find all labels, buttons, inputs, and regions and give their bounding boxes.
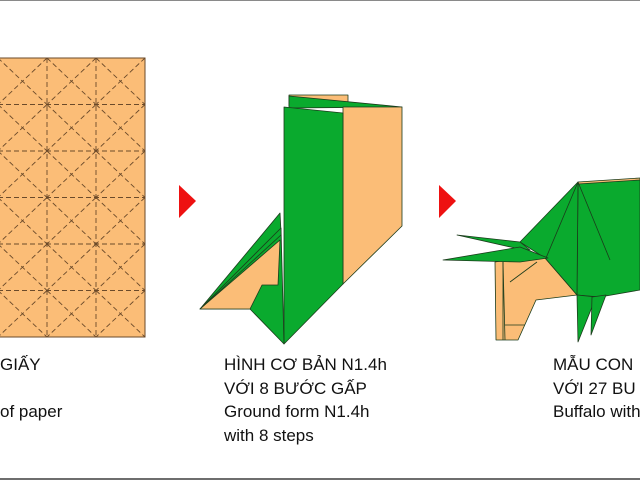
step1-title-en: of paper xyxy=(0,402,63,421)
crease-line xyxy=(95,243,146,291)
step1-subtitle-vi xyxy=(0,377,62,401)
crease-line xyxy=(46,150,97,198)
crease-line xyxy=(46,197,97,245)
top-border xyxy=(0,0,640,1)
crease-line xyxy=(46,104,97,152)
step3-title-en: Buffalo with xyxy=(553,402,640,421)
step2-title-en: Ground form N1.4h xyxy=(224,402,370,421)
step3-subtitle-vi: VỚI 27 BU xyxy=(553,378,636,398)
step2-title-vi: HÌNH CƠ BẢN N1.4h xyxy=(224,355,387,374)
step1-title-vi: GIẤY xyxy=(0,355,41,374)
step3-caption: MẪU CON VỚI 27 BU Buffalo with xyxy=(553,353,640,424)
crease-line xyxy=(95,104,146,152)
bottom-border xyxy=(0,478,640,480)
arrow-right-icon xyxy=(179,185,196,218)
crease-line xyxy=(0,243,48,290)
crease-pattern-paper xyxy=(0,57,146,338)
step3-title-vi: MẪU CON xyxy=(553,355,634,374)
step2-subtitle-en: with 8 steps xyxy=(224,425,314,445)
step2-subtitle-vi: VỚI 8 BƯỚC GẤP xyxy=(224,378,367,398)
step2-caption: HÌNH CƠ BẢN N1.4h VỚI 8 BƯỚC GẤP Ground … xyxy=(224,353,387,447)
buffalo-model xyxy=(442,177,640,343)
crease-line xyxy=(95,150,146,198)
crease-line xyxy=(95,57,146,105)
arrow-right-icon xyxy=(439,185,456,218)
crease-line xyxy=(95,290,146,338)
crease-line xyxy=(0,150,48,197)
crease-line xyxy=(46,243,97,291)
ground-form-model xyxy=(199,94,403,345)
crease-line xyxy=(0,57,48,104)
step1-caption: GIẤY of paper xyxy=(0,353,62,424)
crease-line xyxy=(0,290,48,336)
crease-line xyxy=(46,57,97,105)
crease-line xyxy=(0,197,48,243)
crease-line xyxy=(0,104,48,150)
crease-line xyxy=(46,290,97,338)
crease-line xyxy=(95,197,146,245)
